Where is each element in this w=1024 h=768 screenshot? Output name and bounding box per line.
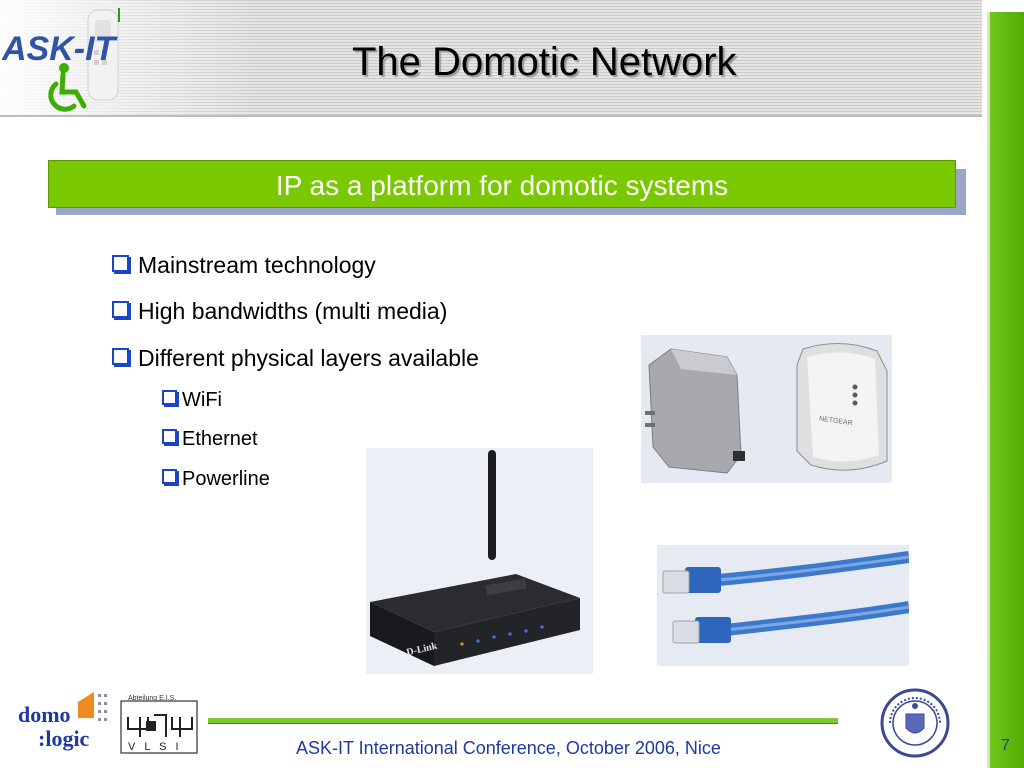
slide-title: The Domotic Network (352, 40, 737, 84)
ethernet-cable-image (657, 545, 909, 666)
checkbox-bullet-icon (112, 301, 129, 318)
sub-bullet-item: WiFi (162, 389, 222, 412)
vlsi-logo-letters: V L S I (128, 741, 182, 753)
domologic-logo-line2: :logic (38, 726, 90, 751)
checkbox-bullet-icon (112, 348, 129, 365)
checkbox-bullet-icon (162, 429, 177, 444)
askit-logo: ASK-IT (2, 8, 120, 112)
domologic-logo: domo :logic (18, 692, 107, 751)
checkbox-bullet-icon (112, 255, 129, 272)
university-seal-logo (880, 688, 950, 758)
bullet-item: Different physical layers available (112, 345, 479, 372)
checkbox-bullet-icon (162, 390, 177, 405)
section-banner: IP as a platform for domotic systems (48, 160, 956, 208)
vlsi-logo-caption: Abteilung E.I.S. (128, 695, 176, 702)
sub-bullet-item: Ethernet (162, 428, 258, 451)
side-accent-bar (987, 12, 1024, 768)
bullet-item: Mainstream technology (112, 252, 376, 279)
footer-divider (208, 718, 838, 724)
footer-conference-text: ASK-IT International Conference, October… (296, 738, 721, 758)
page-number: 7 (1001, 737, 1010, 754)
askit-logo-text: ASK-IT (2, 30, 119, 68)
checkbox-bullet-icon (162, 469, 177, 484)
router-image: D-Link (366, 448, 593, 674)
domologic-logo-line1: domo (18, 702, 71, 727)
vlsi-logo: Abteilung E.I.S. V L S I (120, 695, 198, 754)
powerline-brand-label: NETGEAR (819, 416, 853, 428)
sub-bullet-item: Powerline (162, 468, 270, 491)
header-band (0, 0, 982, 117)
powerline-adapters-image: NETGEAR (641, 335, 892, 483)
bullet-item: High bandwidths (multi media) (112, 298, 447, 325)
